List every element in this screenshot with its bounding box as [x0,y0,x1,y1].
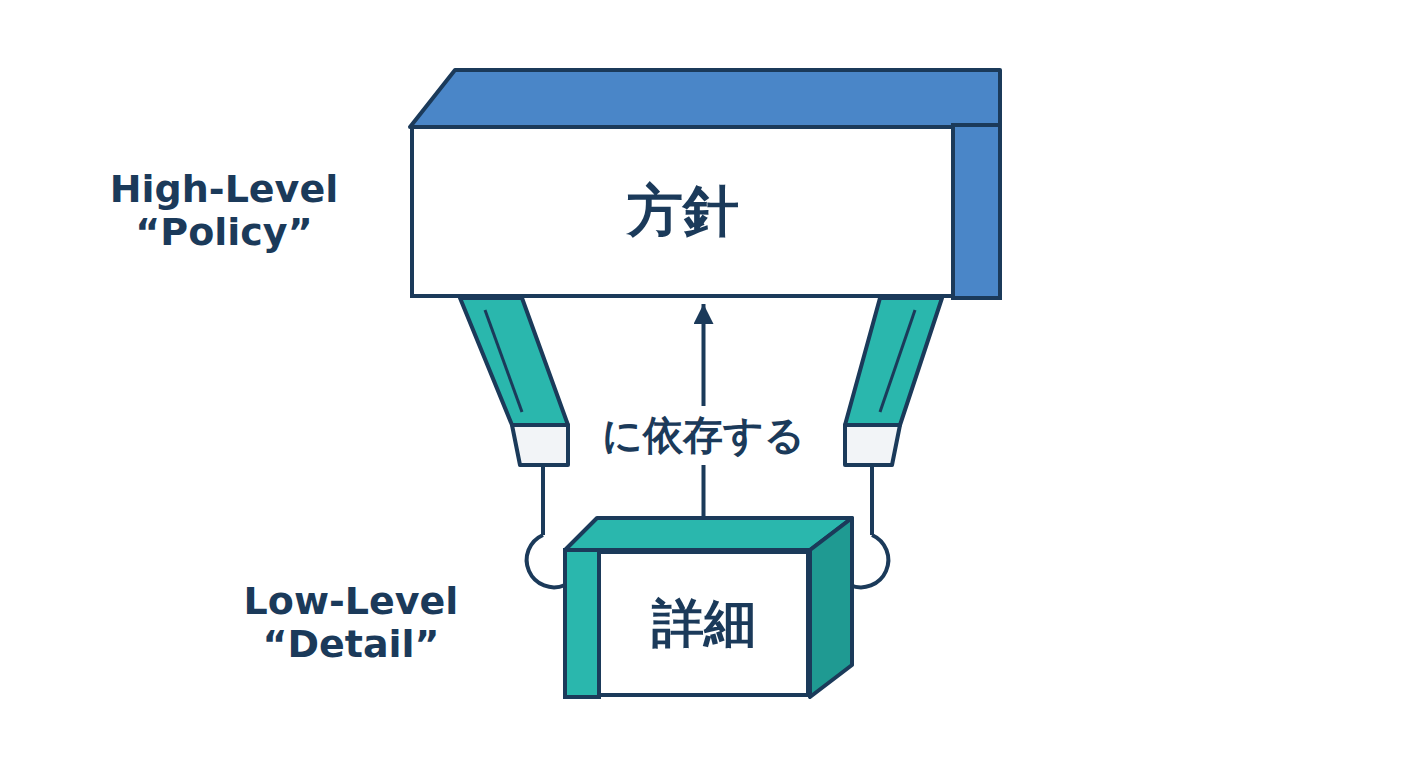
node-title: 詳細 [652,589,756,659]
left-strap [460,298,568,425]
node-title: 方針 [627,174,739,250]
right-strap [845,298,942,425]
detail-box-side [810,518,852,697]
right-hook [850,535,888,587]
left-hanger-wire [541,465,545,535]
left-strap-cuff [512,425,568,465]
policy-box-top [410,70,1000,127]
strap-stripe [880,310,915,412]
edge-label: に依存する [596,406,811,465]
detail-box: 詳細Low-Level “Detail” [597,550,810,697]
strap-stripe [485,310,522,412]
policy-box: 方針High-Level “Policy” [410,125,955,298]
level-label: High-Level “Policy” [74,168,374,255]
detail-box-front-rim [565,550,599,697]
right-hanger-wire [870,465,874,535]
level-label: Low-Level “Detail” [211,580,491,667]
detail-box-top [565,518,852,550]
right-strap-cuff [845,425,900,465]
policy-box-side [953,125,1000,298]
left-hook [527,535,565,587]
